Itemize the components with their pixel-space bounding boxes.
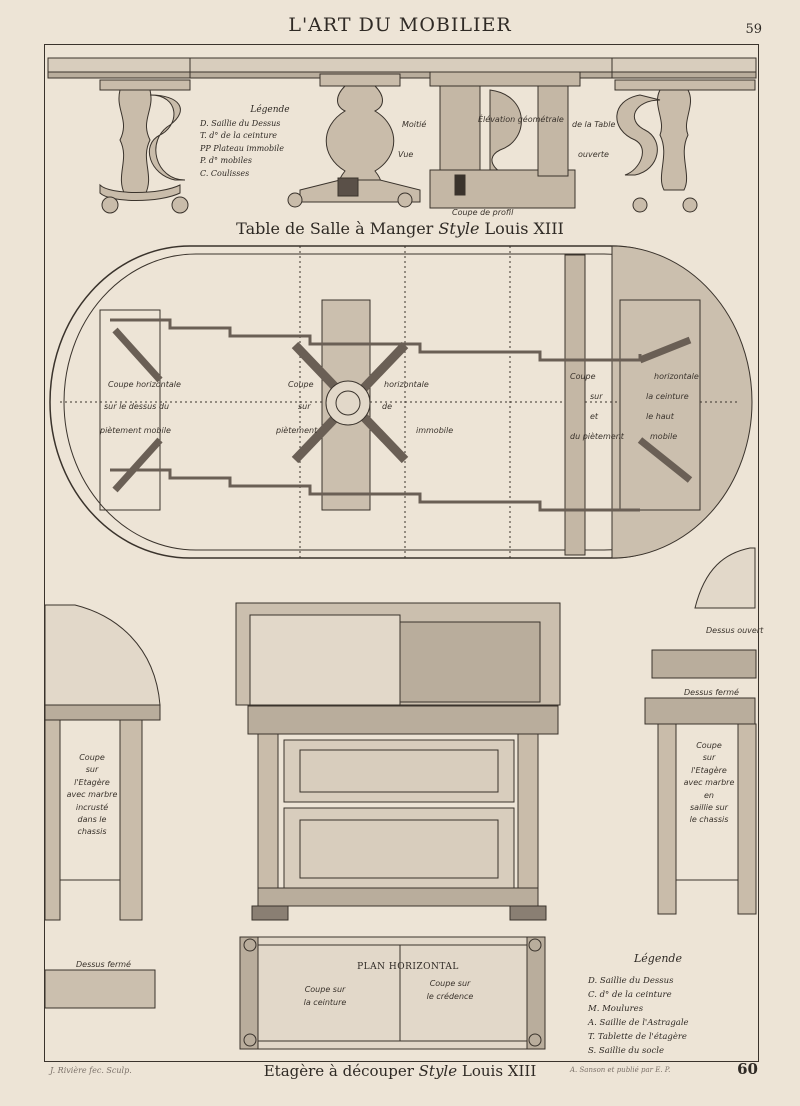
plan-label: piètement bbox=[276, 426, 318, 435]
right-section-line: en bbox=[704, 790, 714, 800]
label-dessus-ferme-left: Dessus fermé bbox=[76, 960, 131, 969]
label-dessus-ouvert: Dessus ouvert bbox=[706, 626, 764, 635]
title-style: Style bbox=[418, 1062, 458, 1080]
plan-label: de bbox=[382, 402, 392, 411]
table-leg-right bbox=[614, 79, 756, 213]
etagere-front-elevation bbox=[235, 602, 561, 921]
label-coupe-de-profil: Coupe de profil bbox=[452, 208, 514, 217]
left-section-line: dans le bbox=[77, 814, 107, 824]
page-header-title: L'ART DU MOBILIER bbox=[288, 14, 512, 36]
plan-label: piètement mobile bbox=[100, 426, 171, 435]
table-legend-item: T. d° de la ceinture bbox=[200, 131, 278, 141]
title-text: Etagère à découper bbox=[263, 1062, 414, 1080]
left-section-label: Coupe sur l'Etagère avec marbre incrusté… bbox=[62, 752, 122, 839]
label-dessus-ferme-right: Dessus fermé bbox=[684, 688, 739, 697]
plan-right-label: Coupe sur le crédence bbox=[410, 978, 490, 1004]
table-legend-title: Légende bbox=[250, 105, 290, 115]
table-top-board bbox=[47, 57, 757, 79]
plan-label: du piètement bbox=[570, 432, 624, 441]
table-plate-title: Table de Salle à Manger Style Louis XIII bbox=[0, 219, 800, 238]
title-period: Louis XIII bbox=[461, 1062, 537, 1080]
etagere-legend-item: C. d° de la ceinture bbox=[588, 990, 672, 1001]
right-section-label: Coupe sur l'Etagère avec marbre en saill… bbox=[680, 740, 738, 827]
plan-label: horizontale bbox=[654, 372, 699, 381]
plan-label: Coupe bbox=[288, 380, 314, 389]
plan-horizontal-title: PLAN HORIZONTAL bbox=[357, 962, 459, 972]
plan-right-line: Coupe sur bbox=[429, 979, 471, 988]
title-style: Style bbox=[438, 219, 480, 238]
label-de-la-table: de la Table bbox=[572, 120, 616, 129]
left-section-line: l'Etagère bbox=[74, 777, 110, 787]
left-section-line: chassis bbox=[77, 827, 107, 837]
page-number-bottom: 60 bbox=[737, 1060, 758, 1078]
left-section-line: Coupe bbox=[79, 753, 105, 762]
etagere-left-section bbox=[44, 604, 161, 1009]
etagere-right-section bbox=[644, 547, 757, 915]
plan-left-label: Coupe sur la ceinture bbox=[290, 984, 360, 1010]
etagere-legend-item: S. Saillie du socle bbox=[588, 1046, 665, 1057]
plan-left-line: Coupe sur bbox=[304, 985, 346, 994]
etagere-legend-title: Légende bbox=[633, 952, 682, 965]
title-period: Louis XIII bbox=[484, 219, 564, 238]
etagere-legend-item: A. Saillie de l'Astragale bbox=[588, 1018, 689, 1029]
label-elevation: Élévation géométrale bbox=[478, 115, 564, 124]
title-text: Table de Salle à Manger bbox=[236, 219, 434, 238]
label-ouverte: ouverte bbox=[578, 150, 609, 159]
left-section-line: incrusté bbox=[75, 802, 109, 812]
plan-label: sur bbox=[298, 402, 311, 411]
engraver-signature: J. Rivière fec. Sculp. bbox=[50, 1066, 132, 1075]
table-pedestal-centre bbox=[287, 73, 421, 208]
plan-label: le haut bbox=[646, 412, 674, 421]
etagere-legend: Légende D. Saillie du Dessus C. d° de la… bbox=[588, 950, 758, 1058]
plan-label: sur bbox=[590, 392, 603, 401]
plan-label: Coupe horizontale bbox=[108, 380, 181, 389]
plan-label: mobile bbox=[650, 432, 678, 441]
etagere-plate-title: Etagère à découper Style Louis XIII bbox=[0, 1062, 800, 1080]
plan-label: horizontale bbox=[384, 380, 429, 389]
right-section-line: le chassis bbox=[689, 815, 729, 825]
plate-frame bbox=[44, 44, 759, 1062]
table-legend-item: D. Saillie du Dessus bbox=[200, 118, 281, 128]
etagere-legend-item: D. Saillie du Dessus bbox=[588, 976, 674, 987]
right-section-line: l'Etagère bbox=[691, 765, 727, 775]
right-section-line: avec marbre bbox=[683, 778, 735, 788]
label-moitie: Moitié bbox=[402, 120, 427, 129]
plan-label: immobile bbox=[416, 426, 454, 435]
etagere-legend-item: M. Moulures bbox=[588, 1004, 644, 1015]
etagere-legend-item: T. Tablette de l'étagère bbox=[588, 1032, 687, 1043]
right-section-line: sur bbox=[702, 753, 716, 763]
left-section-line: sur bbox=[85, 765, 99, 775]
plan-label: sur le dessus du bbox=[104, 402, 170, 411]
table-legend-item: C. Coulisses bbox=[200, 168, 250, 178]
table-half-section bbox=[429, 71, 581, 209]
plan-right-line: le crédence bbox=[426, 991, 474, 1001]
left-section-line: avec marbre bbox=[66, 790, 118, 800]
publisher-signature: A. Sanson et publié par E. P. bbox=[570, 1066, 671, 1074]
plan-left-line: la ceinture bbox=[303, 997, 347, 1007]
plan-label: et bbox=[590, 412, 599, 421]
plan-label: Coupe bbox=[570, 372, 596, 381]
etagere-plan-horizontal bbox=[239, 936, 546, 1050]
label-vue: Vue bbox=[398, 150, 414, 159]
table-leg-left bbox=[99, 79, 191, 214]
page-number-top: 59 bbox=[745, 22, 762, 37]
table-plan-oval bbox=[49, 245, 753, 559]
table-legend-item: P. d° mobiles bbox=[200, 156, 252, 166]
right-section-line: saillie sur bbox=[690, 802, 728, 812]
right-section-line: Coupe bbox=[696, 741, 722, 750]
plan-label: la ceinture bbox=[646, 392, 689, 401]
table-legend-item: PP Plateau immobile bbox=[200, 143, 284, 153]
table-legend: Légende D. Saillie du Dessus T. d° de la… bbox=[200, 104, 380, 180]
